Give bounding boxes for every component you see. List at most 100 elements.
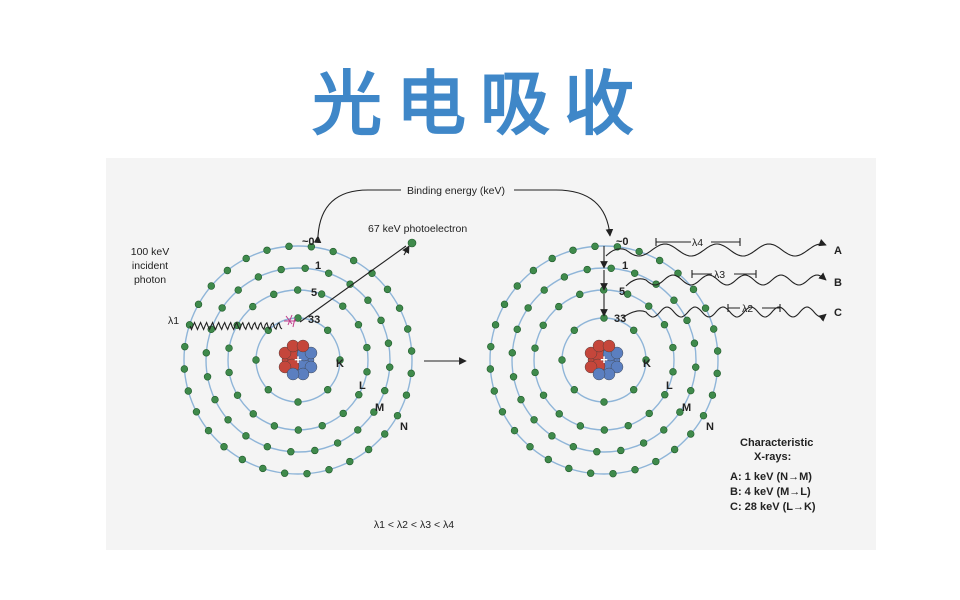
- proton: [296, 339, 310, 353]
- neutron: [304, 360, 318, 374]
- electron: [383, 285, 392, 294]
- photoelectron-arrowtip: [402, 245, 410, 256]
- nucleus-icon: +: [278, 339, 318, 381]
- electron: [407, 369, 415, 378]
- electron: [346, 457, 354, 466]
- shell-name-l-right: L: [666, 380, 673, 392]
- electron: [661, 391, 669, 399]
- xray-wave-c: [621, 306, 827, 322]
- diagram-panel: + + Binding energy (keV) ~0 1 5 33 K L M…: [106, 158, 876, 550]
- electron: [713, 369, 721, 378]
- electron: [293, 286, 302, 294]
- electrons-left: [180, 242, 416, 478]
- photoelectron-track: [299, 245, 407, 323]
- shell-name-m-right: M: [682, 402, 691, 414]
- neutron: [304, 346, 318, 360]
- electron: [645, 409, 653, 418]
- electron: [508, 349, 516, 357]
- electron: [548, 254, 556, 263]
- electron: [629, 326, 638, 335]
- shell-energy-33-right: 33: [614, 313, 626, 325]
- electron: [548, 432, 556, 440]
- electron: [370, 408, 378, 416]
- neutron: [610, 360, 624, 374]
- shell-name-l-left: L: [359, 380, 366, 392]
- binding-energy-left-arc: [313, 189, 401, 244]
- shell-energy-5-left: 5: [311, 287, 317, 299]
- electron: [181, 342, 189, 351]
- shell-name-m-left: M: [375, 402, 384, 414]
- binding-energy-label: Binding energy (keV): [407, 185, 505, 197]
- electron: [570, 326, 579, 335]
- orbit-n-left: [183, 245, 413, 475]
- electron: [377, 316, 385, 325]
- electron: [687, 386, 695, 395]
- xray-label-c: C: [834, 307, 842, 319]
- electron: [225, 368, 233, 377]
- electron: [384, 339, 393, 347]
- electron: [354, 426, 362, 434]
- electron: [676, 408, 684, 416]
- electron: [270, 422, 279, 430]
- electron: [303, 469, 311, 478]
- lambda1-label: λ1: [168, 315, 179, 327]
- photoelectron-label: 67 keV photoelectron: [368, 223, 467, 235]
- proton: [584, 360, 598, 374]
- lambda3-marker: λ3: [691, 269, 757, 281]
- electron: [670, 296, 678, 304]
- electron: [629, 385, 638, 394]
- electron: [203, 373, 212, 381]
- photoelectron: [407, 238, 417, 248]
- characteristic-item-a: A: 1 keV (N→M): [730, 471, 812, 483]
- electron: [498, 408, 507, 416]
- electron: [669, 343, 677, 352]
- electron: [317, 290, 326, 298]
- electron: [311, 446, 319, 455]
- electron: [517, 395, 525, 404]
- xray-wave-b: [625, 272, 827, 287]
- characteristic-title-1: Characteristic: [740, 437, 813, 449]
- electron: [223, 266, 232, 275]
- electron: [381, 386, 389, 395]
- electron: [531, 344, 539, 352]
- electron: [395, 304, 404, 312]
- electron: [364, 445, 373, 454]
- electron: [363, 368, 371, 376]
- electron: [280, 469, 289, 477]
- electron: [270, 290, 278, 299]
- electron: [669, 368, 677, 376]
- nucleus-charge-symbol: +: [294, 352, 302, 367]
- electron: [381, 430, 389, 438]
- electron: [487, 342, 495, 351]
- electron: [324, 269, 333, 277]
- electron: [204, 426, 213, 435]
- characteristic-item-c: C: 28 keV (L→K): [730, 501, 816, 513]
- electron: [635, 247, 643, 256]
- electron: [407, 347, 416, 355]
- electron: [402, 391, 411, 399]
- electron: [586, 469, 595, 477]
- electron: [645, 302, 653, 310]
- electron: [560, 273, 569, 281]
- electron: [180, 365, 189, 373]
- electron: [652, 457, 660, 466]
- shell-name-k-left: K: [336, 358, 344, 370]
- electron: [513, 325, 521, 334]
- electron: [569, 246, 577, 254]
- electron: [692, 363, 700, 371]
- nucleus-charge-symbol: +: [600, 352, 608, 367]
- electron: [539, 321, 547, 329]
- electron: [570, 385, 579, 394]
- electron: [623, 290, 632, 298]
- electron: [323, 385, 332, 394]
- atom-left: +: [180, 242, 416, 478]
- electron: [490, 387, 498, 395]
- electron: [252, 356, 260, 364]
- electron: [544, 455, 553, 464]
- xray-label-b: B: [834, 277, 842, 289]
- electron: [555, 410, 563, 418]
- electron: [307, 243, 316, 251]
- electron: [593, 448, 601, 456]
- electron: [242, 432, 250, 440]
- shell-energy-5-right: 5: [619, 286, 625, 298]
